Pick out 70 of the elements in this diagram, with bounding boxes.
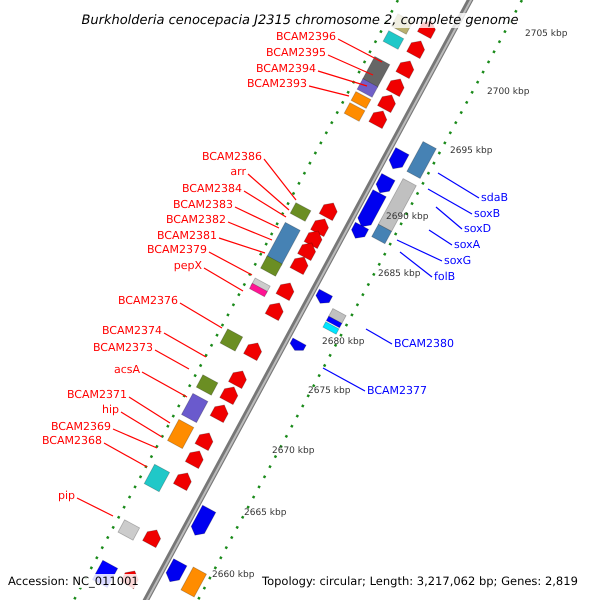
- leader-line: [142, 371, 188, 398]
- leader-line: [428, 188, 472, 215]
- gene-label: BCAM2373: [92, 341, 153, 354]
- gene-label: BCAM2381: [156, 229, 217, 242]
- gene-label: soxG: [444, 254, 472, 267]
- position-label: 2675 kbp: [308, 386, 350, 397]
- gene-label: BCAM2369: [50, 420, 111, 433]
- gene-label: arr: [230, 165, 246, 178]
- leader-line: [318, 70, 368, 87]
- leader-line: [218, 237, 266, 254]
- gene-label: BCAM2384: [182, 182, 242, 195]
- accession-label: Accession: NC_011001: [8, 574, 139, 588]
- gene-label: folB: [434, 270, 456, 283]
- leader-line: [204, 267, 244, 292]
- gene-label: BCAM2376: [118, 294, 178, 307]
- gene-label: sdaB: [481, 191, 508, 204]
- leader-line: [436, 206, 462, 230]
- position-label: 2695 kbp: [450, 146, 492, 157]
- gene-label: BCAM2371: [66, 388, 127, 401]
- gene-label: BCAM2395: [266, 46, 326, 59]
- leader-line: [104, 442, 148, 468]
- gene-label: hip: [102, 403, 119, 416]
- gene-label: BCAM2374: [102, 324, 162, 337]
- gene-label: pepX: [174, 259, 202, 272]
- gene-label: acsA: [114, 363, 140, 376]
- position-label: 2660 kbp: [212, 570, 254, 581]
- gene-label: pip: [58, 489, 75, 502]
- position-label: 2670 kbp: [272, 446, 314, 457]
- gene-label: BCAM2368: [42, 434, 102, 447]
- leader-line: [264, 158, 296, 200]
- leader-line: [112, 428, 158, 449]
- gene-label: BCAM2380: [394, 337, 454, 350]
- genome-summary: Topology: circular; Length: 3,217,062 bp; Genes: 2,819: [262, 574, 578, 588]
- leader-line: [244, 190, 286, 218]
- leader-line: [228, 221, 272, 241]
- gene-label: BCAM2382: [166, 213, 226, 226]
- leader-line: [164, 332, 206, 358]
- gene-label: BCAM2394: [256, 62, 316, 75]
- gene-label: BCAM2393: [246, 77, 307, 90]
- leader-line: [322, 367, 366, 392]
- leader-line: [438, 172, 480, 199]
- leader-line: [120, 411, 162, 438]
- position-label: 2680 kbp: [322, 337, 364, 348]
- gene-label: BCAM2396: [276, 30, 336, 43]
- leader-line: [400, 252, 432, 278]
- leader-line: [180, 302, 222, 329]
- leader-line: [208, 251, 252, 276]
- gene-label: BCAM2383: [172, 198, 233, 211]
- position-label: 2700 kbp: [487, 87, 530, 98]
- gene-label: soxB: [474, 207, 500, 220]
- position-label: 2685 kbp: [378, 269, 420, 280]
- gene-label: BCAM2386: [202, 150, 262, 163]
- position-label: 2690 kbp: [386, 212, 428, 223]
- leader-line: [308, 85, 350, 97]
- leader-line: [234, 206, 280, 229]
- position-label: 2705 kbp: [525, 29, 568, 40]
- gene-label: soxD: [464, 222, 492, 235]
- leader-line: [248, 174, 290, 210]
- position-label: 2665 kbp: [244, 508, 286, 519]
- leader-line: [76, 497, 114, 517]
- leader-line: [366, 328, 392, 345]
- leader-line: [338, 38, 382, 63]
- leader-line: [128, 396, 170, 424]
- gene-label: BCAM2379: [146, 243, 207, 256]
- gene-label: soxA: [454, 238, 480, 251]
- leader-line: [396, 239, 442, 262]
- leader-line: [154, 349, 190, 370]
- gene-label: BCAM2377: [367, 384, 428, 397]
- leader-line: [328, 54, 374, 76]
- leader-line: [428, 230, 452, 246]
